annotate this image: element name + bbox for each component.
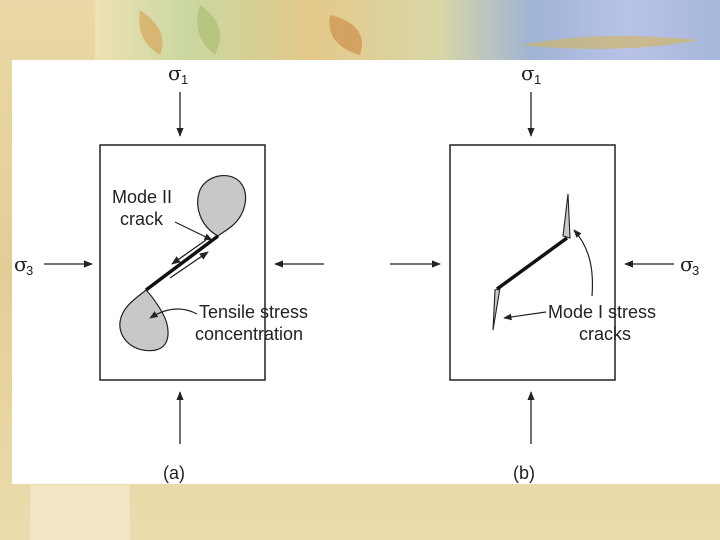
- sigma3-subscript-a: 3: [26, 263, 33, 278]
- mode-ii-label-line1: Mode II: [112, 187, 172, 207]
- mode-i-leader-lower: [503, 311, 547, 321]
- sigma3-symbol-a: σ: [14, 252, 28, 276]
- tensile-lobe-lower: [119, 289, 169, 352]
- mode-i-crack-lower: [492, 287, 501, 331]
- shear-arrow-upper: [171, 239, 207, 265]
- specimen-box-a: [99, 144, 266, 381]
- tensile-leader: [149, 308, 198, 319]
- mode-ii-label-line2: crack: [120, 209, 164, 229]
- tensile-label-line2: concentration: [195, 324, 303, 344]
- sigma1-subscript-b: 1: [534, 72, 541, 87]
- sigma3-subscript-b: 3: [692, 263, 699, 278]
- diagram-canvas: [12, 60, 720, 484]
- leaf-decoration: [139, 5, 700, 55]
- sigma1-symbol-b: σ: [521, 61, 535, 85]
- sigma1-subscript-a: 1: [181, 72, 188, 87]
- caption-a: (a): [163, 463, 185, 483]
- tensile-lobe-upper: [197, 174, 247, 237]
- mode-ii-leader: [174, 221, 213, 241]
- mode-i-label-line1: Mode I stress: [548, 302, 656, 322]
- mode-i-leader-upper: [573, 229, 594, 297]
- panel-b: σ 1 σ 3 Mode I stress cracks (b): [390, 61, 699, 483]
- shear-arrow-lower: [169, 251, 209, 279]
- sigma3-symbol-b: σ: [680, 252, 694, 276]
- tensile-label-line1: Tensile stress: [199, 302, 308, 322]
- shear-crack-b: [495, 236, 569, 291]
- panel-a: σ 1 σ 3 Mode II crack Tensile stress con…: [14, 61, 324, 483]
- caption-b: (b): [513, 463, 535, 483]
- mode-i-label-line2: cracks: [579, 324, 631, 344]
- sigma1-symbol-a: σ: [168, 61, 182, 85]
- mode-i-crack-upper: [562, 193, 571, 239]
- specimen-box-b: [449, 144, 616, 381]
- mode-ii-crack: [144, 234, 220, 292]
